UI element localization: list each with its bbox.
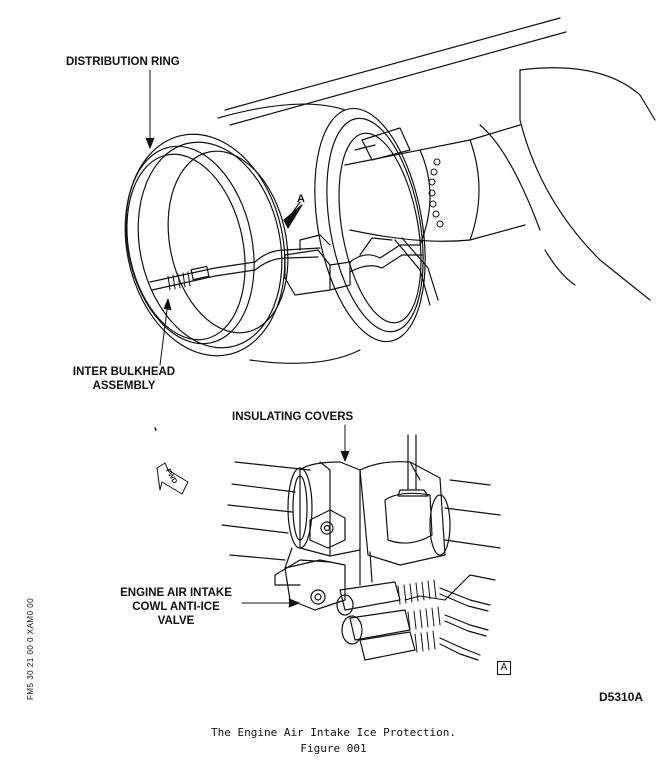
label-insulating-covers: INSULATING COVERS: [232, 411, 354, 423]
label-inter-bulkhead-line2: ASSEMBLY: [92, 380, 156, 392]
detail-a-box: A: [497, 661, 511, 675]
intake-lip: [124, 103, 361, 364]
leader-distribution-ring: [145, 69, 155, 149]
label-inter-bulkhead-line1: INTER BULKHEAD: [72, 366, 176, 378]
engine-nacelle-outline: [224, 17, 656, 301]
stray-mark: [154, 427, 157, 431]
label-valve-line3: VALVE: [157, 615, 195, 627]
engine-spinner-body: [344, 124, 526, 246]
figure-caption-title: The Engine Air Intake Ice Protection.: [210, 726, 457, 739]
drawing-reference: D5310A: [599, 690, 644, 704]
label-anti-ice-valve: ENGINE AIR INTAKE COWL ANTI-ICE VALVE: [106, 586, 246, 628]
leader-valve: [241, 598, 300, 608]
insulating-covers: [287, 461, 451, 566]
label-valve-line1: ENGINE AIR INTAKE: [120, 587, 232, 599]
leader-insulating-covers: [340, 424, 350, 462]
detail-a-duct: [221, 461, 501, 561]
leader-inter-bulkhead: [159, 298, 172, 366]
label-inter-bulkhead-assembly: INTER BULKHEAD ASSEMBLY: [64, 365, 184, 393]
label-distribution-ring: DISTRIBUTION RING: [66, 56, 180, 68]
fwd-arrow-icon: [156, 462, 189, 495]
view-a-arrow: [283, 201, 303, 229]
anti-ice-valve: [274, 509, 496, 661]
distribution-ring: [125, 145, 255, 345]
rear-bulkhead-ring: [314, 107, 426, 343]
anti-ice-supply-duct: [149, 234, 439, 306]
label-valve-line2: COWL ANTI-ICE: [132, 601, 220, 613]
label-view-a: A: [297, 193, 305, 205]
vertical-pipe: [397, 434, 429, 497]
side-reference-code: FM5 30 21 00 0 XAM0 00: [26, 597, 35, 700]
figure-caption-number: Figure 001: [300, 742, 367, 755]
